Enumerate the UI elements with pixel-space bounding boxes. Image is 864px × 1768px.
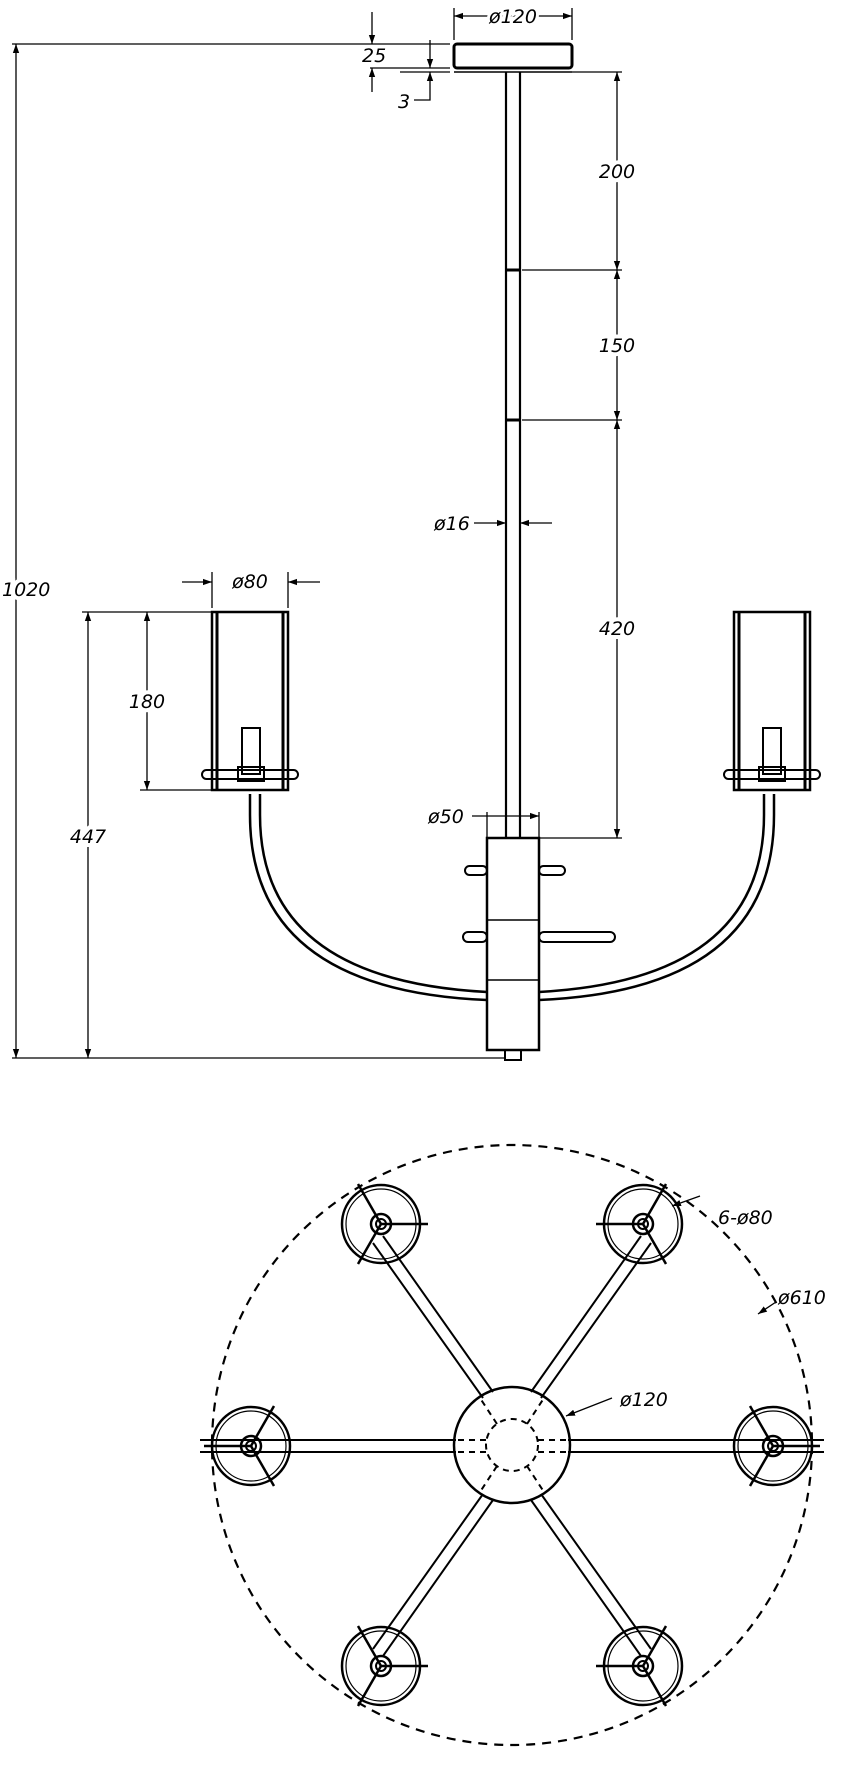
dimension-total-height: 1020 [0,44,54,1058]
callout-span: ø610 [757,1287,826,1315]
lamp-socket [762,727,782,775]
dimension-shade-height: 180 [125,612,169,790]
callout-shades: 6-ø80 [671,1195,773,1229]
dim-label: 1020 [2,579,50,601]
central-body [462,836,616,1061]
top-plan-view: 6-ø80 ø610 ø120 [200,1143,826,1747]
arm-stub [538,865,566,876]
dimension-canopy-gap: 3 [398,40,434,113]
right-glass-shade [723,610,821,792]
dimension-body-diameter: ø50 [427,806,540,838]
left-glass-shade [201,610,299,792]
dim-label: 25 [362,45,386,67]
dimension-rod-diameter: ø16 [433,513,552,535]
span-circle [210,1143,814,1747]
dimension-arm-height: 447 [66,612,110,1058]
hub-arm-hidden-lines [456,1397,568,1493]
dim-label: 150 [599,335,635,357]
shade-holder-bar [201,769,299,780]
suspension-rod [504,72,522,838]
central-hub [452,1385,572,1505]
socket-collar [758,766,786,782]
callout-label: ø610 [777,1287,826,1309]
dim-label: ø80 [231,571,268,593]
shade-top [596,1183,684,1265]
left-arm [258,794,488,994]
dim-label: ø50 [427,806,464,828]
shade-top [596,1625,684,1707]
arm-stub [462,931,488,943]
dimension-canopy-height: 25 [362,12,386,92]
socket-collar [237,766,265,782]
dimension-canopy-diameter: ø120 [453,3,573,40]
side-elevation-view: ø120 25 3 200 150 [0,3,821,1061]
dimension-rod-lower: 420 [595,420,639,838]
dimension-shade-diameter: ø80 [182,571,320,608]
lamp-socket [241,727,261,775]
left-arm [248,794,488,1002]
arm-stub [464,865,488,876]
dim-label: 3 [398,91,410,113]
dim-label: 200 [599,161,635,183]
shade-holder-bar [723,769,821,780]
dim-label: 420 [599,618,635,640]
right-arm [538,794,776,1002]
callout-label: 6-ø80 [718,1207,773,1229]
dim-label: 447 [70,826,106,848]
shade-top [204,1405,292,1487]
dim-label: 180 [129,691,165,713]
arm-stub [538,931,616,943]
dimension-rod-upper: 200 [595,72,639,270]
dim-label: ø16 [433,513,470,535]
bottom-finial [504,1049,522,1061]
callout-hub: ø120 [565,1389,668,1417]
dim-label: ø120 [488,6,537,28]
shade-top [732,1405,820,1487]
ceiling-canopy [452,42,574,70]
shade-top [340,1183,428,1265]
radial-arms [200,1235,824,1657]
hub-inner-dashed [485,1418,539,1472]
dimension-rod-middle: 150 [595,270,639,420]
callout-label: ø120 [619,1389,668,1411]
shade-top [340,1625,428,1707]
right-arm [538,794,766,994]
